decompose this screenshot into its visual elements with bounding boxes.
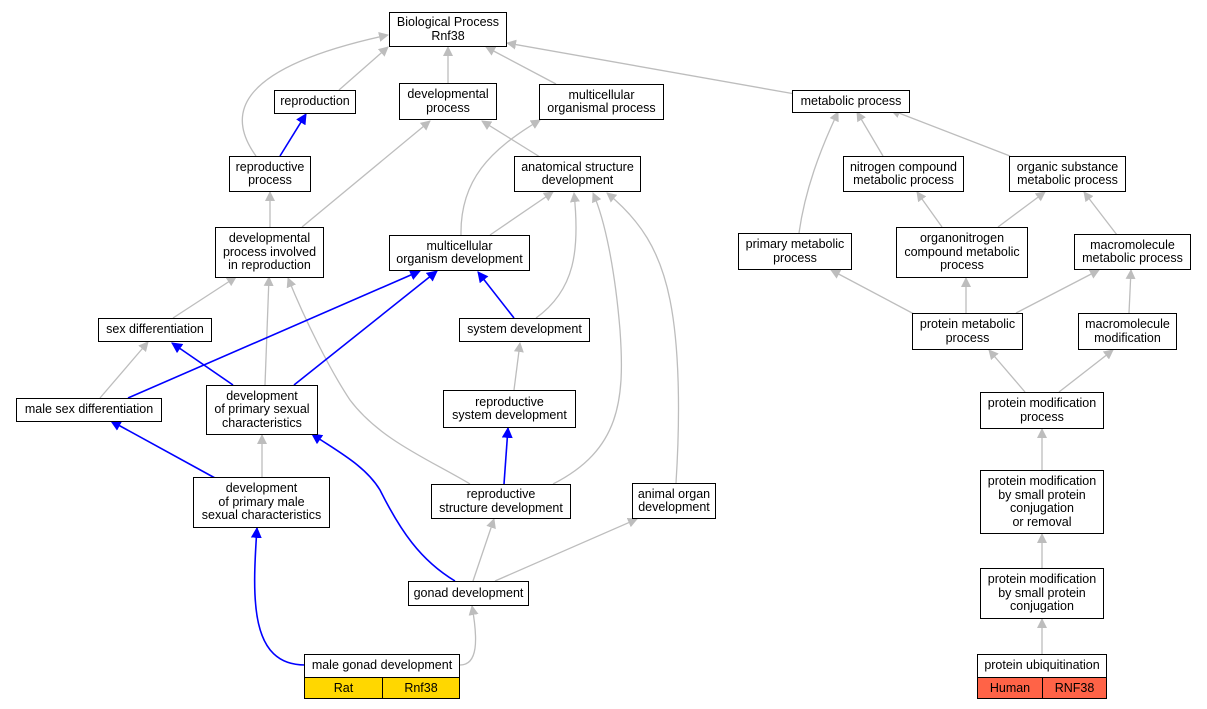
node-primary-metabolic-process[interactable]: primary metabolic process: [738, 233, 852, 270]
edge-pmp-to-mp: [798, 111, 839, 234]
node-multicellular-organismal-process[interactable]: multicellular organismal process: [539, 84, 664, 120]
node-organic-substance-metabolic-process[interactable]: organic substance metabolic process: [1009, 156, 1126, 192]
node-protein-metabolic-process[interactable]: protein metabolic process: [912, 313, 1023, 350]
edge-mop-to-bp: [485, 46, 557, 85]
edge-rp-to-reproduction: [279, 113, 307, 157]
node-developmental-process-involved-in-reproduction[interactable]: developmental process involved in reprod…: [215, 227, 324, 278]
node-organonitrogen-compound-metabolic-process[interactable]: organonitrogen compound metabolic proces…: [896, 227, 1028, 278]
edge-dpir-to-devp: [301, 120, 431, 228]
node-metabolic-process[interactable]: metabolic process: [792, 90, 910, 113]
node-sex-differentiation[interactable]: sex differentiation: [98, 318, 212, 342]
node-development-of-primary-sexual-characteristics[interactable]: development of primary sexual characteri…: [206, 385, 318, 435]
edge-mgd-to-gd: [459, 605, 479, 666]
tag-human-gene: RNF38: [1042, 677, 1107, 699]
edge-sysd-to-mod: [477, 271, 515, 319]
tag-human-species: Human: [977, 677, 1043, 699]
edge-oncmp-to-osmp: [997, 191, 1046, 228]
edge-sysd-to-asd: [535, 192, 580, 319]
edge-rsd-to-asd: [552, 192, 623, 485]
edge-oncmp-to-ncmp: [916, 191, 943, 228]
node-protein-ubiquitination[interactable]: protein ubiquitination: [977, 654, 1107, 678]
edge-mmp-to-osmp: [1083, 191, 1118, 236]
node-reproductive-system-development[interactable]: reproductive system development: [443, 390, 576, 428]
node-nitrogen-compound-metabolic-process[interactable]: nitrogen compound metabolic process: [843, 156, 964, 192]
node-protein-modification-small-protein-conjugation-or-removal[interactable]: protein modification by small protein co…: [980, 470, 1104, 534]
edge-rp-to-bp: [241, 32, 389, 157]
edge-rsd-to-rsysd: [501, 426, 513, 485]
edge-dpmsc-to-msd: [110, 420, 216, 479]
edge-aod-to-asd: [606, 192, 680, 484]
edge-prmp-to-mmp: [1015, 269, 1100, 314]
edge-rsd-to-dpir: [286, 277, 471, 485]
edge-pmodp-to-prmp: [988, 349, 1026, 393]
edge-msd-to-sd: [99, 341, 149, 399]
edge-mgd-to-dpmsc: [250, 526, 306, 666]
tag-rat-species: Rat: [304, 677, 383, 699]
node-biological-process[interactable]: Biological Process Rnf38: [389, 12, 507, 47]
node-reproduction[interactable]: reproduction: [274, 90, 356, 114]
edge-msd-to-mod: [127, 269, 422, 399]
node-male-sex-differentiation[interactable]: male sex differentiation: [16, 398, 162, 422]
edge-gd-to-dpsc: [311, 433, 456, 582]
node-developmental-process[interactable]: developmental process: [399, 83, 497, 120]
node-gonad-development[interactable]: gonad development: [408, 581, 529, 606]
edge-dpsc-to-dpir: [263, 276, 274, 386]
tag-rat-gene: Rnf38: [382, 677, 460, 699]
node-protein-modification-small-protein-conjugation[interactable]: protein modification by small protein co…: [980, 568, 1104, 619]
edge-pmodp-to-mmm: [1058, 349, 1114, 393]
edge-dpsc-to-sd: [171, 342, 234, 386]
edge-gd-to-aod: [494, 518, 638, 582]
node-reproductive-structure-development[interactable]: reproductive structure development: [431, 484, 571, 519]
edge-mod-to-mop: [460, 119, 541, 236]
edge-sd-to-dpir: [172, 276, 237, 319]
node-macromolecule-metabolic-process[interactable]: macromolecule metabolic process: [1074, 234, 1191, 270]
node-protein-modification-process[interactable]: protein modification process: [980, 392, 1104, 429]
node-system-development[interactable]: system development: [459, 318, 590, 342]
node-multicellular-organism-development[interactable]: multicellular organism development: [389, 235, 530, 271]
edge-mp-to-bp: [506, 39, 796, 95]
node-anatomical-structure-development[interactable]: anatomical structure development: [514, 156, 641, 192]
edge-ncmp-to-mp: [856, 111, 884, 157]
node-macromolecule-modification[interactable]: macromolecule modification: [1078, 313, 1177, 350]
edge-mmm-to-mmp: [1125, 269, 1136, 314]
edge-osmp-to-mp: [890, 108, 1011, 157]
edge-rsysd-to-sysd: [513, 342, 524, 391]
node-reproductive-process[interactable]: reproductive process: [229, 156, 311, 192]
edge-dpsc-to-mod: [293, 270, 438, 386]
edge-gd-to-rsd: [472, 518, 496, 582]
edge-reproduction-to-bp: [338, 46, 389, 91]
node-animal-organ-development[interactable]: animal organ development: [632, 483, 716, 519]
node-development-of-primary-male-sexual-characteristics[interactable]: development of primary male sexual chara…: [193, 477, 330, 528]
edge-mod-to-asd: [489, 191, 554, 236]
edge-prmp-to-pmp: [830, 269, 915, 315]
node-male-gonad-development[interactable]: male gonad development: [304, 654, 460, 678]
